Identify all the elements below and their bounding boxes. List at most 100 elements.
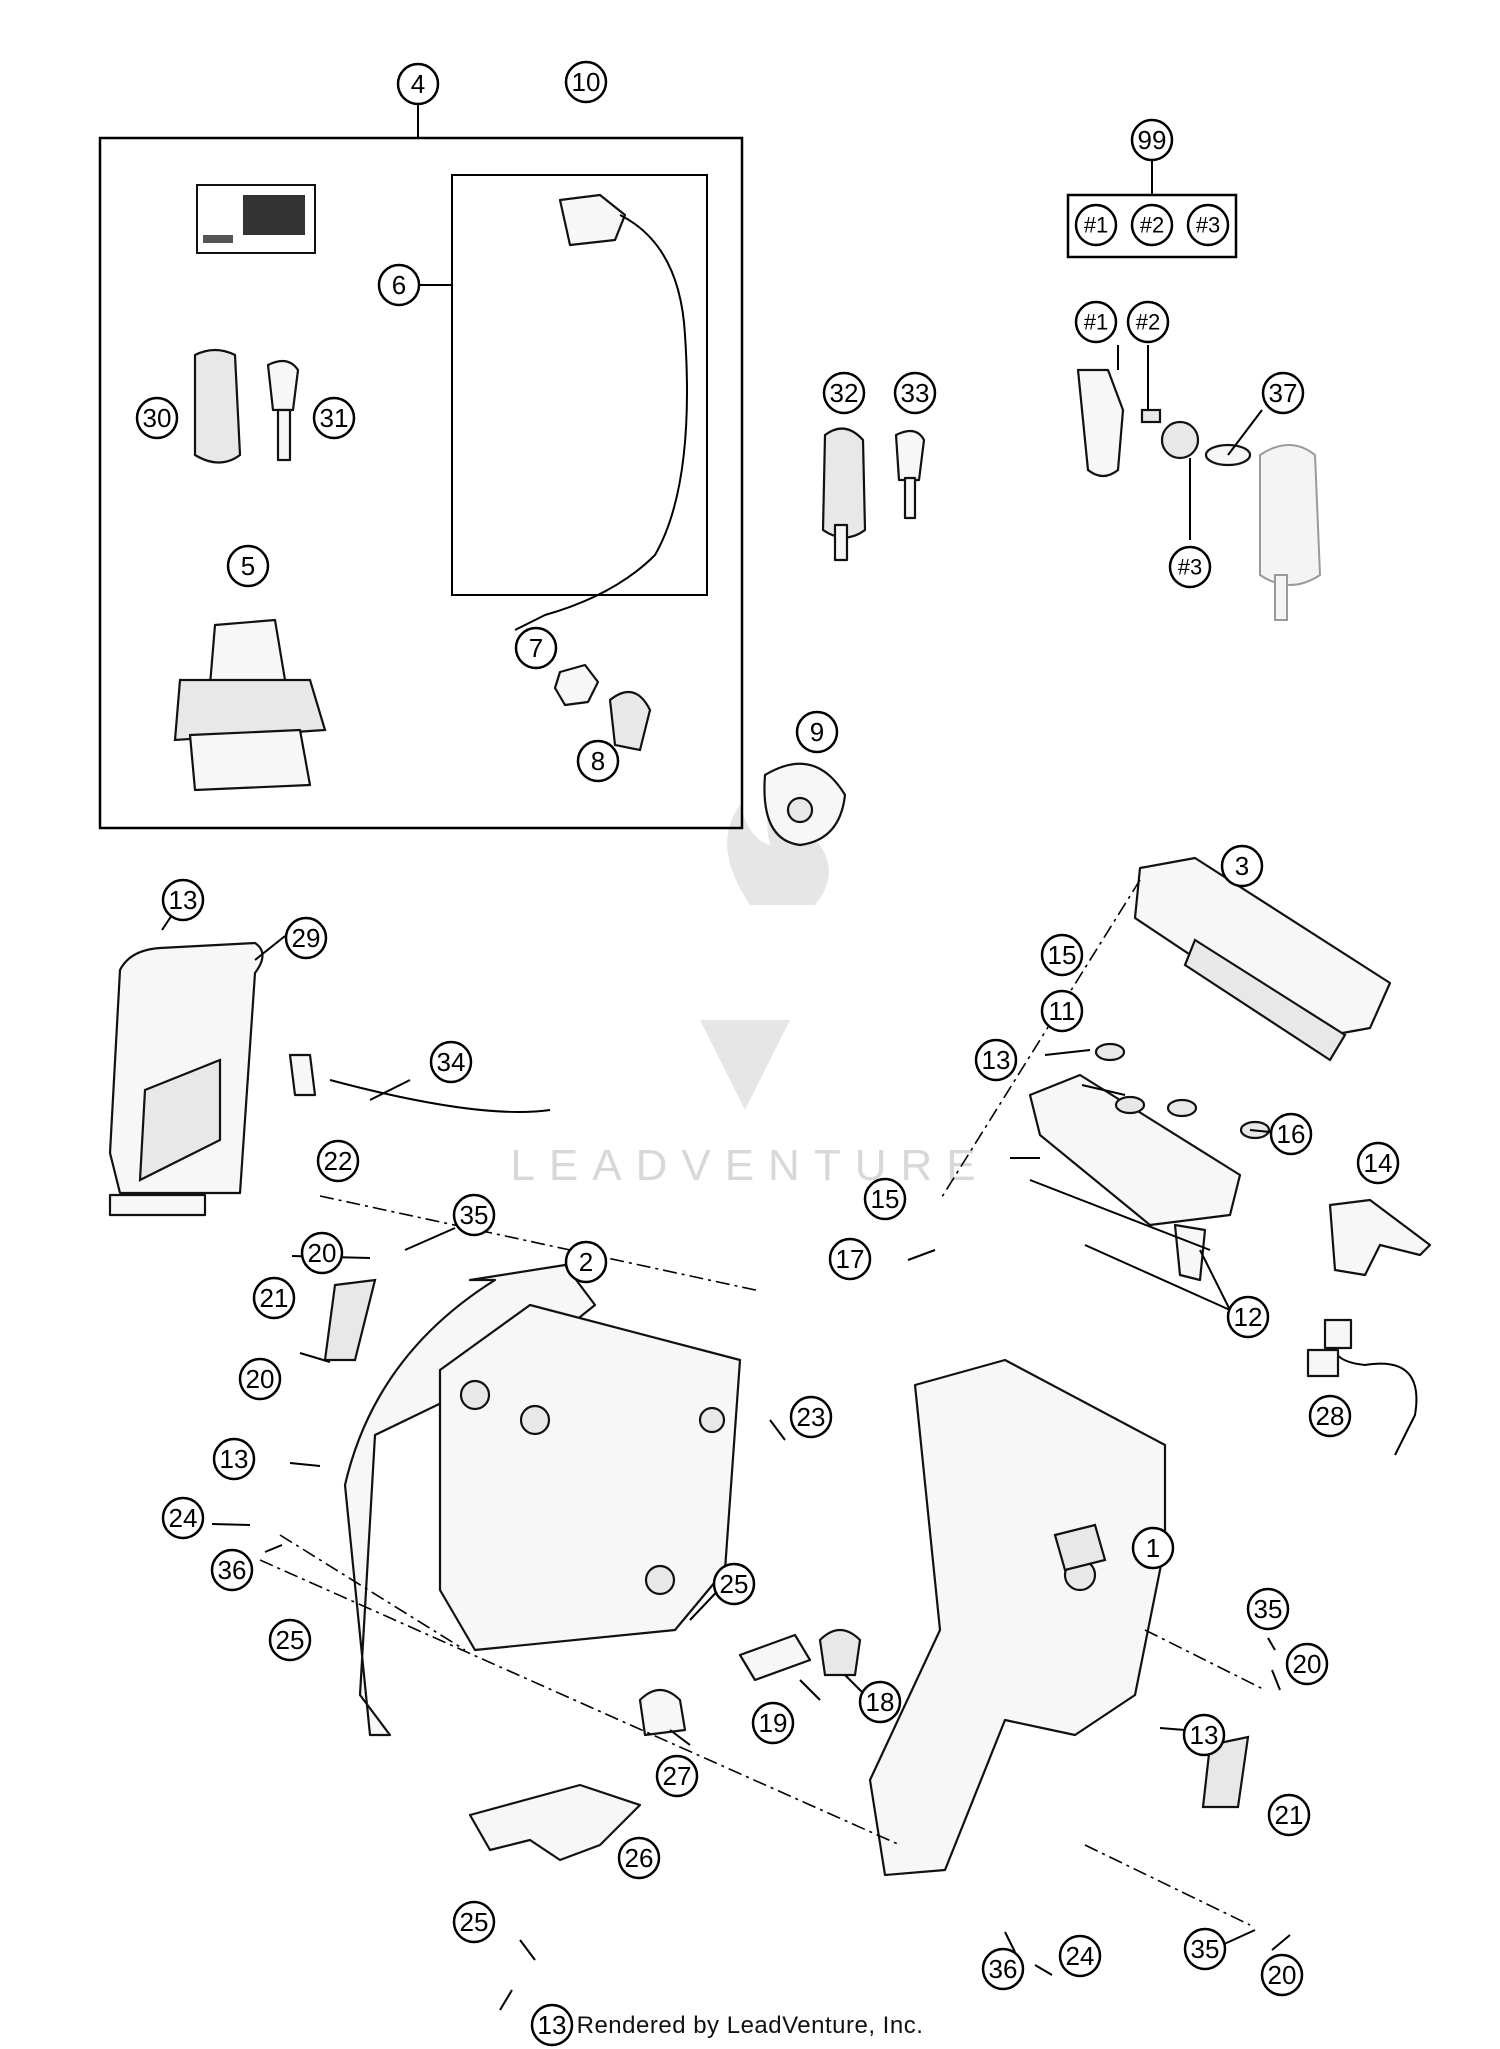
- callout-text: 25: [460, 1907, 489, 1937]
- frame-part-1: [868, 1358, 1167, 1877]
- callout-text: 7: [529, 633, 543, 663]
- callout-text: 10: [572, 67, 601, 97]
- callout-text: 32: [830, 378, 859, 408]
- kit-99-box: [1066, 160, 1238, 259]
- callout-text: 19: [759, 1708, 788, 1738]
- keys-30-31: [193, 348, 300, 464]
- callout-19: 19: [751, 1701, 795, 1745]
- callout-9: 9: [795, 710, 839, 754]
- callout-35-c: 35: [1183, 1927, 1227, 1971]
- callout-35-a: 35: [452, 1193, 496, 1237]
- callout-text: 20: [1268, 1960, 1297, 1990]
- cable-part: [514, 193, 688, 631]
- callout-7: 7: [514, 626, 558, 670]
- callout-4: 4: [396, 62, 440, 106]
- callout-27: 27: [655, 1754, 699, 1798]
- callout-2: 2: [564, 1240, 608, 1284]
- callout-text: 36: [218, 1555, 247, 1585]
- callout-text: 34: [437, 1047, 466, 1077]
- remote-key-parts: [1076, 345, 1322, 621]
- callout-text: 12: [1234, 1302, 1263, 1332]
- ignition-lock-part: [173, 618, 327, 792]
- callout-15-a: 15: [1040, 933, 1084, 977]
- callout-text: 2: [579, 1247, 593, 1277]
- alignment-lines: [259, 879, 1266, 1926]
- callout-text: 35: [1191, 1934, 1220, 1964]
- callout-text: 5: [241, 551, 255, 581]
- callout-12: 12: [1226, 1295, 1270, 1339]
- callout-text: 31: [320, 403, 349, 433]
- callout-key-1: #1: [1074, 300, 1118, 344]
- callout-text: 11: [1049, 996, 1076, 1026]
- callout-99-2: #2: [1130, 203, 1174, 247]
- reflector-part-21-right: [1201, 1735, 1250, 1809]
- callout-10: 10: [564, 60, 608, 104]
- callout-text: 37: [1269, 378, 1298, 408]
- callout-text: 24: [169, 1503, 198, 1533]
- callout-32: 32: [822, 371, 866, 415]
- callout-text: 30: [143, 403, 172, 433]
- callout-text: 20: [308, 1238, 337, 1268]
- nut-and-lock-part: [553, 663, 652, 752]
- callout-text: 33: [901, 378, 930, 408]
- callout-text: 35: [1254, 1594, 1283, 1624]
- callout-37: 37: [1261, 371, 1305, 415]
- callout-33: 33: [893, 371, 937, 415]
- watermark-logo: LEADVENTURE: [510, 775, 976, 1190]
- callout-13-e: 13: [530, 2003, 574, 2047]
- callout-text: 28: [1316, 1401, 1345, 1431]
- kit-box: [98, 103, 744, 830]
- callout-36-a: 36: [210, 1548, 254, 1592]
- reflector-part-21: [323, 1278, 377, 1362]
- cover-part-9: [763, 762, 847, 847]
- callout-text: 26: [625, 1843, 654, 1873]
- callout-23: 23: [789, 1395, 833, 1439]
- callout-text: 21: [260, 1283, 289, 1313]
- callout-text: 25: [720, 1569, 749, 1599]
- callout-1: 1: [1131, 1526, 1175, 1570]
- callout-20-b: 20: [238, 1357, 282, 1401]
- callout-text: 1: [1146, 1533, 1160, 1563]
- callout-text: 9: [810, 717, 824, 747]
- dashboard-part-3: [1133, 856, 1392, 1062]
- callout-text: 22: [324, 1146, 353, 1176]
- callout-21-a: 21: [252, 1276, 296, 1320]
- callout-text: #2: [1140, 213, 1164, 238]
- callout-26: 26: [617, 1836, 661, 1880]
- callout-8: 8: [576, 739, 620, 783]
- callout-text: 35: [460, 1200, 489, 1230]
- callout-21-b: 21: [1267, 1793, 1311, 1837]
- callout-24-a: 24: [161, 1496, 205, 1540]
- callout-20-d: 20: [1260, 1953, 1304, 1997]
- callout-15-b: 15: [863, 1177, 907, 1221]
- callout-17: 17: [828, 1237, 872, 1281]
- callout-text: #1: [1084, 213, 1108, 238]
- callout-99: 99: [1130, 118, 1174, 162]
- sensor-part-14: [1306, 1198, 1432, 1456]
- callout-text: 20: [246, 1364, 275, 1394]
- callout-36-b: 36: [981, 1947, 1025, 1991]
- callout-text: 21: [1275, 1800, 1304, 1830]
- callout-text: 3: [1235, 851, 1249, 881]
- callout-key-3: #3: [1168, 545, 1212, 589]
- callout-14: 14: [1356, 1141, 1400, 1185]
- callout-text: 4: [411, 69, 425, 99]
- callout-text: 13: [538, 2010, 567, 2040]
- callout-22: 22: [316, 1139, 360, 1183]
- adjuster-parts: [638, 1628, 862, 1737]
- keys-32-33: [821, 427, 926, 562]
- callout-29: 29: [284, 916, 328, 960]
- callout-text: 13: [1190, 1720, 1219, 1750]
- callout-20-c: 20: [1285, 1642, 1329, 1686]
- callout-13-d: 13: [1182, 1713, 1226, 1757]
- callout-text: 13: [169, 885, 198, 915]
- callout-31: 31: [312, 396, 356, 440]
- callout-text: #3: [1196, 213, 1220, 238]
- callout-3: 3: [1220, 844, 1264, 888]
- bracket-part-11: [1028, 1042, 1271, 1282]
- callout-99-3: #3: [1186, 203, 1230, 247]
- frame-part-2: [343, 1263, 742, 1737]
- callout-13-b: 13: [974, 1038, 1018, 1082]
- callout-28: 28: [1308, 1394, 1352, 1438]
